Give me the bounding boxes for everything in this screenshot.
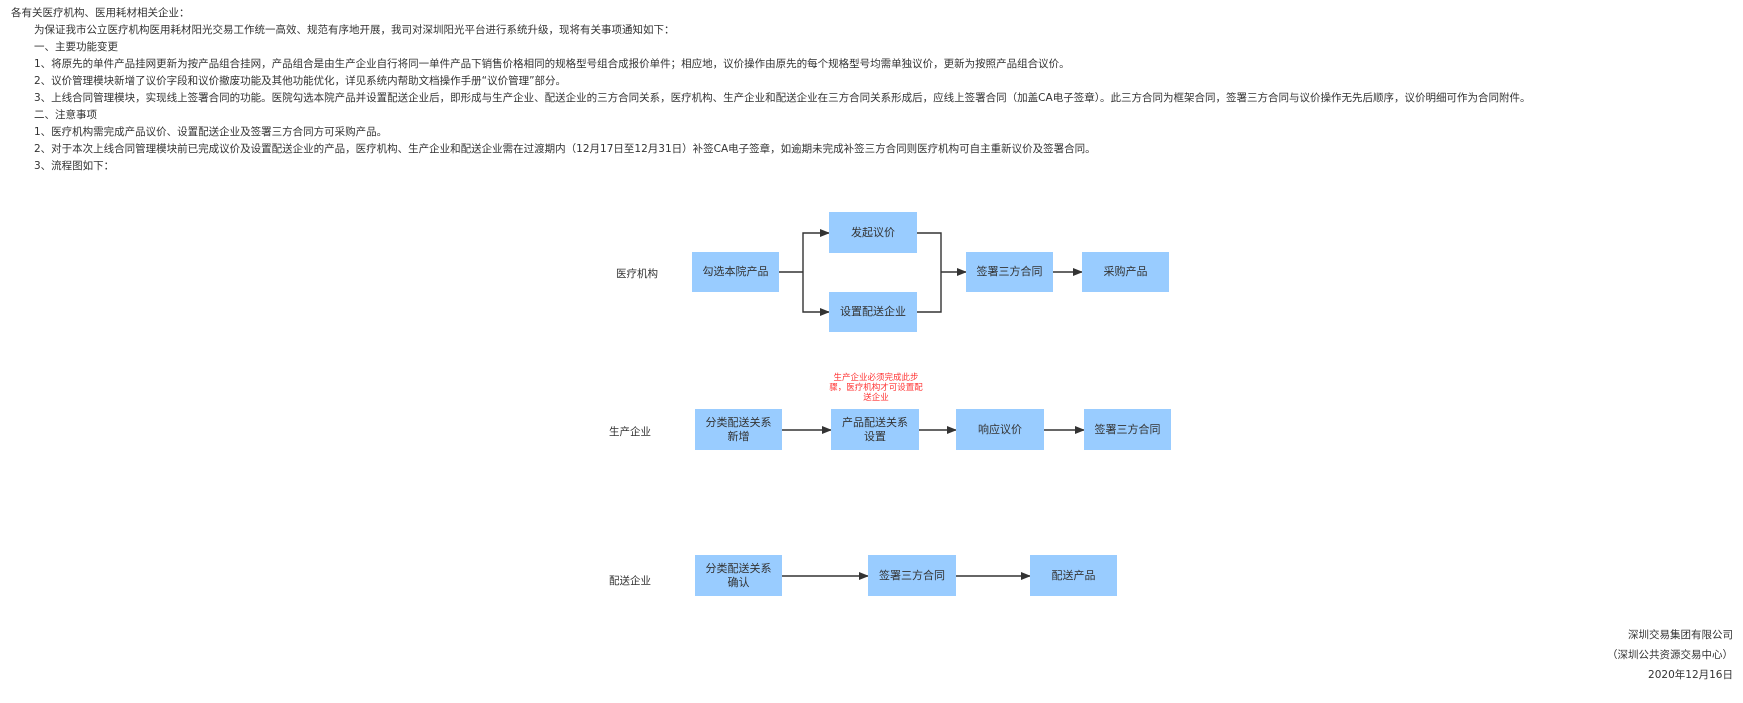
box-initiate-negotiation: 发起议价 (829, 212, 917, 253)
box-label: 分类配送关系 新增 (705, 415, 772, 443)
box-label: 签署三方合同 (976, 265, 1043, 278)
box-select-products: 勾选本院产品 (692, 252, 779, 292)
box-relation-setup: 产品配送关系 设置 (831, 409, 919, 450)
box-label: 签署三方合同 (1094, 422, 1161, 436)
box-label: 签署三方合同 (879, 568, 945, 582)
box-label: 分类配送关系 确认 (705, 561, 772, 589)
box-sign-contract-distributor: 签署三方合同 (868, 555, 956, 596)
item-2: 2、议价管理模块新增了议价字段和议价撤废功能及其他功能优化，详见系统内帮助文档操… (34, 75, 567, 87)
note-1: 1、医疗机构需完成产品议价、设置配送企业及签署三方合同方可采购产品。 (34, 126, 388, 138)
arrow-initiate-merge (917, 232, 942, 272)
box-label: 勾选本院产品 (702, 265, 769, 278)
arrow-setdist-merge (917, 272, 942, 313)
arrow-to-initiate (802, 229, 830, 272)
section-2-heading: 二、注意事项 (34, 109, 97, 121)
item-3: 3、上线合同管理模块，实现线上签署合同的功能。医院勾选本院产品并设置配送企业后，… (34, 92, 1531, 104)
arrow-to-setdist (802, 272, 830, 316)
note-3: 3、流程图如下： (34, 160, 115, 172)
box-label: 配送产品 (1051, 568, 1096, 582)
warning-note: 生产企业必须完成此步骤，医疗机构才可设置配送企业 (829, 373, 923, 403)
box-label: 响应议价 (978, 422, 1022, 436)
box-sign-contract-hospital: 签署三方合同 (966, 252, 1053, 292)
box-set-distributor: 设置配送企业 (829, 292, 917, 332)
section-1-heading: 一、主要功能变更 (34, 41, 118, 53)
box-label: 发起议价 (851, 225, 895, 239)
box-classify-confirm: 分类配送关系 确认 (695, 555, 782, 596)
row-label-distributor: 配送企业 (609, 575, 651, 587)
signature-center: （深圳公共资源交易中心） (1607, 649, 1733, 661)
intro: 为保证我市公立医疗机构医用耗材阳光交易工作统一高效、规范有序地开展，我司对深圳阳… (34, 24, 675, 36)
item-1: 1、将原先的单件产品挂网更新为按产品组合挂网，产品组合是由生产企业自行将同一单件… (34, 58, 1070, 70)
note-2: 2、对于本次上线合同管理模块前已完成议价及设置配送企业的产品，医疗机构、生产企业… (34, 143, 1096, 155)
box-sign-contract-manufacturer: 签署三方合同 (1084, 409, 1171, 450)
box-purchase: 采购产品 (1082, 252, 1169, 292)
signature-company: 深圳交易集团有限公司 (1628, 629, 1733, 641)
greeting: 各有关医疗机构、医用耗材相关企业： (11, 7, 190, 19)
row-label-manufacturer: 生产企业 (609, 426, 651, 438)
box-label: 设置配送企业 (840, 305, 906, 318)
signature-date: 2020年12月16日 (1648, 669, 1733, 681)
box-respond-negotiation: 响应议价 (956, 409, 1044, 450)
row-label-hospital: 医疗机构 (616, 268, 658, 280)
box-classify-add: 分类配送关系 新增 (695, 409, 782, 450)
box-label: 采购产品 (1103, 265, 1148, 278)
box-label: 产品配送关系 设置 (842, 415, 908, 443)
box-deliver: 配送产品 (1030, 555, 1117, 596)
